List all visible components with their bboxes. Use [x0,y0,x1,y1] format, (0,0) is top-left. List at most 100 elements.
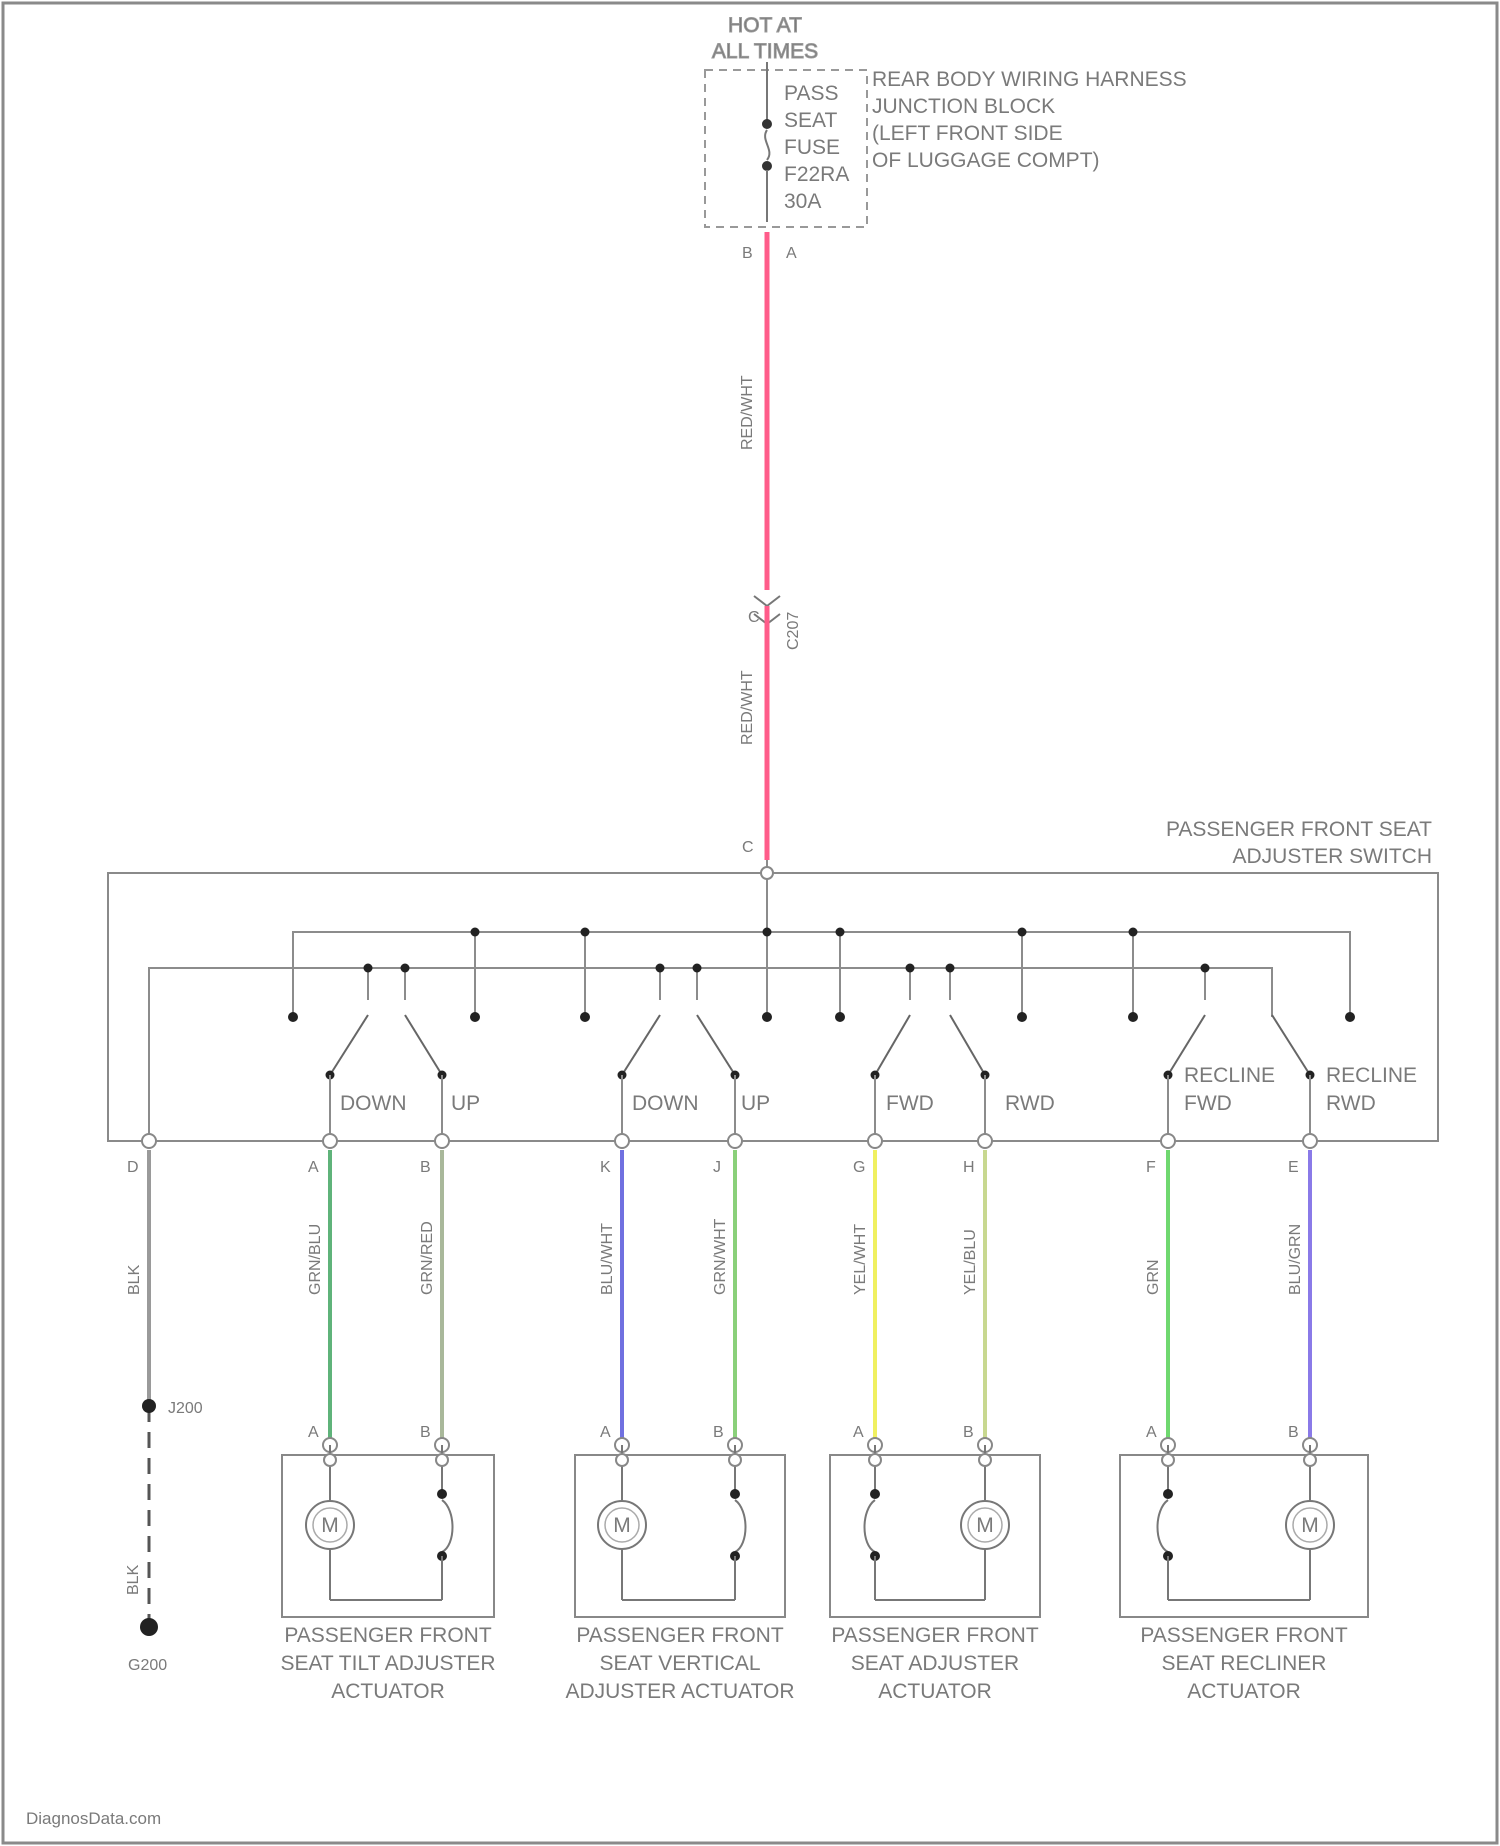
battery-junction-0 [471,928,480,937]
limit-contact-top [437,1489,447,1499]
actuator-3: MBAPASSENGER FRONTSEAT ADJUSTERACTUATOR [830,1424,1040,1703]
ground-junction-5 [946,964,955,973]
fuse-label-3: FUSE [784,136,840,159]
wire-color-label-7: GRN [1145,1259,1162,1295]
limit-switch-blade [865,1500,876,1552]
switch-blade-4 [875,1015,910,1075]
switch-blade-2 [622,1015,660,1075]
battery-junction-1 [581,928,590,937]
battery-contact-5 [1128,1012,1138,1022]
actuator-housing [830,1455,1040,1617]
limit-switch-blade [735,1500,746,1552]
battery-contact-left [288,1012,298,1022]
wire-pin-label-5: G [853,1159,865,1176]
battery-contact-right [1345,1012,1355,1022]
wire-color-label-3: BLU/WHT [599,1223,616,1295]
wire-color-label-8: BLU/GRN [1287,1224,1304,1295]
contact-label-tilt-up: UP [451,1092,480,1115]
wire-pin-label-4: J [713,1159,721,1176]
actuators: MABPASSENGER FRONTSEAT TILT ADJUSTERACTU… [280,1424,1368,1703]
c207-pin: C [748,609,760,626]
limit-switch-blade [1158,1500,1169,1552]
wire-terminal-top-8 [1303,1134,1317,1148]
wire-terminal-top-7 [1161,1134,1175,1148]
limit-contact-top [1163,1489,1173,1499]
battery-junction-4 [1018,928,1027,937]
motor-label: M [976,1514,994,1537]
limit-terminal [436,1454,448,1466]
fuse-label-1: PASS [784,82,838,105]
output-wires: DBLKAGRN/BLUBGRN/REDKBLU/WHTJGRN/WHTGYEL… [126,1134,1317,1452]
wire-pin-label-1: A [308,1159,319,1176]
contact-label-fwd: FWD [886,1092,934,1115]
connector-c207-top [754,596,780,606]
switch-blade-5 [950,1015,985,1075]
wire-terminal-top-3 [615,1134,629,1148]
feed-wire-label-lower: RED/WHT [739,670,756,745]
motor-terminal [1304,1454,1316,1466]
feed-wire: RED/WHT RED/WHT C C207 C [739,232,802,860]
actuator-label-line-1: PASSENGER FRONT [831,1624,1038,1647]
ground-circuit: J200 BLK G200 [125,1399,203,1674]
battery-contact-0 [470,1012,480,1022]
switch-blade-7 [1272,1015,1310,1075]
actuator-pin-switch: A [1146,1424,1157,1441]
fuse-terminal-top [762,119,772,129]
ground-junction-4 [906,964,915,973]
actuator-label-line-3: ACTUATOR [1187,1680,1301,1703]
wire-terminal-top-5 [868,1134,882,1148]
wire-color-label-1: GRN/BLU [307,1224,324,1295]
motor-label: M [1301,1514,1319,1537]
battery-contact-4 [1017,1012,1027,1022]
splice-j200-dot [142,1399,156,1413]
limit-terminal [729,1454,741,1466]
motor-terminal [979,1454,991,1466]
fuse-terminal-bottom [762,161,772,171]
switch-battery-bus [293,932,1350,1017]
limit-switch-blade [442,1500,453,1552]
contact-label-vertical-down: DOWN [632,1092,699,1115]
wire-color-label-5: YEL/WHT [852,1224,869,1295]
limit-contact-top [730,1489,740,1499]
actuator-pin-switch: A [853,1424,864,1441]
actuator-label-line-1: PASSENGER FRONT [284,1624,491,1647]
actuator-pin-switch: B [713,1424,724,1441]
ground-junction-0 [364,964,373,973]
fuse-element [765,130,769,160]
wire-pin-label-8: E [1288,1159,1299,1176]
page-frame [3,3,1497,1843]
harness-label-4: OF LUGGAGE COMPT) [872,149,1100,172]
contact-label-recline-fwd-2: FWD [1184,1092,1232,1115]
wire-pin-label-0: D [127,1159,139,1176]
actuator-pin-motor: A [308,1424,319,1441]
wire-color-label-6: YEL/BLU [962,1229,979,1295]
splice-j200-label: J200 [168,1400,203,1417]
wire-pin-label-6: H [963,1159,975,1176]
fuse-labels: PASS SEAT FUSE F22RA 30A REAR BODY WIRIN… [742,68,1187,262]
ground-junction-3 [693,964,702,973]
switch-ground-bus [149,968,1272,1141]
ground-g200-label: G200 [128,1657,167,1674]
battery-junction-3 [836,928,845,937]
footer-watermark: DiagnosData.com [26,1809,161,1828]
actuator-label-line-2: SEAT ADJUSTER [851,1652,1019,1675]
motor-terminal [324,1454,336,1466]
battery-contact-1 [580,1012,590,1022]
contact-labels: DOWN UP DOWN UP FWD RWD RECLINE FWD RECL… [340,1064,1417,1115]
switch-feed-terminal [761,867,773,879]
switch-feed-pin: C [742,839,754,856]
contact-label-recline-rwd-2: RWD [1326,1092,1376,1115]
hot-label-line1: HOT AT [728,14,802,37]
switch-label-line2: ADJUSTER SWITCH [1233,845,1433,868]
c207-id: C207 [785,612,802,650]
switch-label-line1: PASSENGER FRONT SEAT [1166,818,1432,841]
motor-terminal [616,1454,628,1466]
fuse-label-4: F22RA [784,163,849,186]
harness-label-2: JUNCTION BLOCK [872,95,1055,118]
wire-terminal-top-2 [435,1134,449,1148]
fuse-label-5: 30A [784,190,821,213]
fuse-pin-left: B [742,245,753,262]
battery-contact-3 [835,1012,845,1022]
actuator-pin-motor: B [1288,1424,1299,1441]
